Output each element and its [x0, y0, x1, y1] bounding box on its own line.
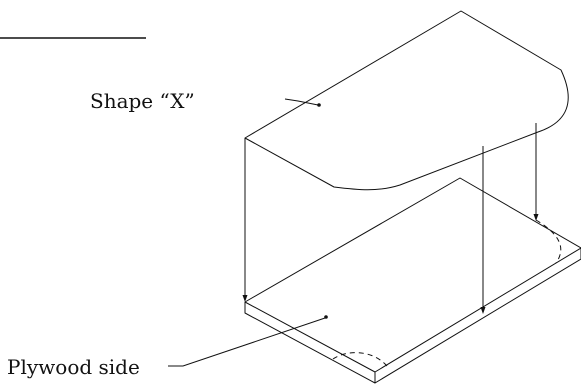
traced-curve-bottom [332, 352, 388, 367]
leader-plywood-side [168, 317, 326, 367]
leader-dot-plywood [324, 315, 328, 319]
label-plywood-side: Plywood side [7, 355, 140, 379]
leader-shape-x [284, 98, 319, 106]
arrowhead-right [533, 214, 539, 221]
traced-outline [332, 219, 562, 367]
plywood-top-face [244, 177, 581, 373]
arrowhead-middle [480, 307, 486, 314]
arrowhead-left [242, 295, 248, 302]
plywood-right-edge [374, 248, 581, 384]
plywood-front-edge [244, 302, 376, 384]
label-shape-x: Shape “X” [90, 89, 195, 113]
leader-dot-shape-x [317, 103, 321, 107]
plywood-board [244, 177, 581, 384]
traced-curve-right [535, 219, 562, 264]
shape-x-top-face [244, 10, 569, 191]
leader-lines [168, 98, 326, 367]
shape-x-block [244, 10, 569, 310]
projection-arrowheads [242, 214, 539, 314]
